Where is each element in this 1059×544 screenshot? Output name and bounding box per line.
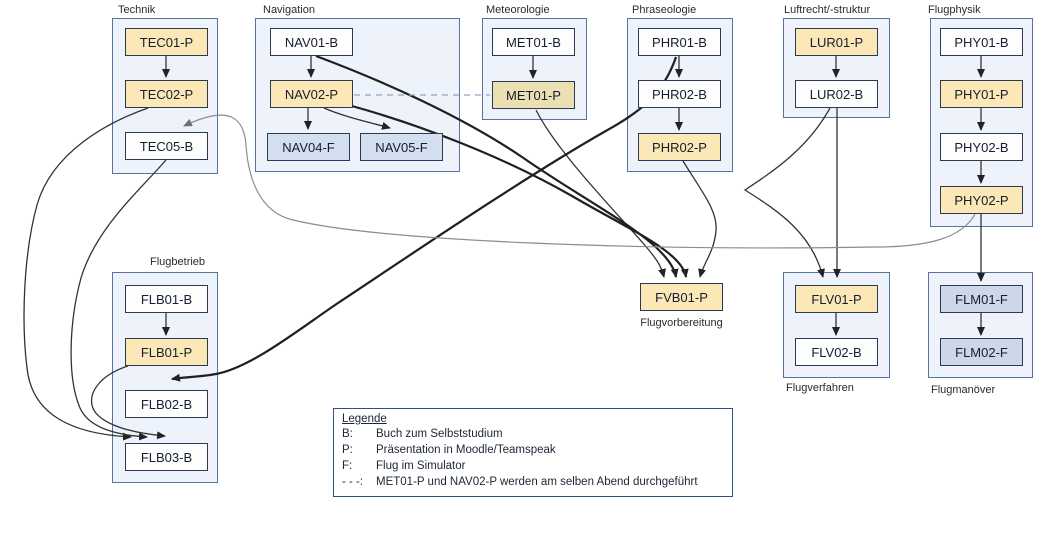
group-technik-label: Technik [118, 4, 156, 16]
node-flb01-p: FLB01-P [125, 338, 208, 366]
node-flb01-b: FLB01-B [125, 285, 208, 313]
node-nav02-p: NAV02-P [270, 80, 353, 108]
group-navigation-label: Navigation [263, 4, 315, 16]
legend-key: B: [342, 428, 353, 440]
legend-box: Legende B: Buch zum Selbststudium P: Prä… [333, 408, 733, 497]
node-phr01-b: PHR01-B [638, 28, 721, 56]
node-phy02-p: PHY02-P [940, 186, 1023, 214]
group-flugphysik-label: Flugphysik [928, 4, 981, 16]
legend-row: B: Buch zum Selbststudium [342, 427, 698, 443]
node-fvb01-p: FVB01-P [640, 283, 723, 311]
legend-text: MET01-P und NAV02-P werden am selben Abe… [376, 476, 698, 488]
legend-key: P: [342, 444, 353, 456]
node-flb03-b: FLB03-B [125, 443, 208, 471]
legend-text: Präsentation in Moodle/Teamspeak [376, 444, 556, 456]
node-phy02-b: PHY02-B [940, 133, 1023, 161]
legend-text: Buch zum Selbststudium [376, 428, 503, 440]
node-lur02-b: LUR02-B [795, 80, 878, 108]
node-nav05-f: NAV05-F [360, 133, 443, 161]
node-tec02-p: TEC02-P [125, 80, 208, 108]
group-flugmanoever-label: Flugmanöver [931, 384, 996, 396]
legend-row: - - -: MET01-P und NAV02-P werden am sel… [342, 475, 698, 491]
group-meteorologie-label: Meteorologie [486, 4, 550, 16]
node-flm01-f: FLM01-F [940, 285, 1023, 313]
group-flugbetrieb-label: Flugbetrieb [150, 256, 206, 268]
group-luftrecht-label: Luftrecht/-struktur [784, 4, 871, 16]
legend-row: P: Präsentation in Moodle/Teamspeak [342, 443, 698, 459]
node-flm02-f: FLM02-F [940, 338, 1023, 366]
legend-key: F: [342, 460, 353, 472]
node-phy01-b: PHY01-B [940, 28, 1023, 56]
fvb-caption: Flugvorbereitung [640, 317, 723, 329]
node-nav04-f: NAV04-F [267, 133, 350, 161]
node-phr02-b: PHR02-B [638, 80, 721, 108]
node-flv02-b: FLV02-B [795, 338, 878, 366]
node-met01-b: MET01-B [492, 28, 575, 56]
node-tec05-b: TEC05-B [125, 132, 208, 160]
node-phy01-p: PHY01-P [940, 80, 1023, 108]
legend-text: Flug im Simulator [376, 460, 466, 472]
node-lur01-p: LUR01-P [795, 28, 878, 56]
node-tec01-p: TEC01-P [125, 28, 208, 56]
legend-title: Legende [342, 413, 387, 425]
group-flugverfahren-label: Flugverfahren [786, 382, 854, 394]
legend-row: F: Flug im Simulator [342, 459, 698, 475]
node-nav01-b: NAV01-B [270, 28, 353, 56]
node-phr02-p: PHR02-P [638, 133, 721, 161]
legend-key: - - -: [342, 476, 364, 488]
group-phraseologie-label: Phraseologie [632, 4, 697, 16]
legend-table: B: Buch zum Selbststudium P: Präsentatio… [342, 427, 698, 491]
edge-phr02p-fvb01p [682, 160, 717, 278]
node-met01-p: MET01-P [492, 81, 575, 109]
node-flb02-b: FLB02-B [125, 390, 208, 418]
node-flv01-p: FLV01-P [795, 285, 878, 313]
edge-lur02b-flv01p-curved [743, 107, 831, 278]
